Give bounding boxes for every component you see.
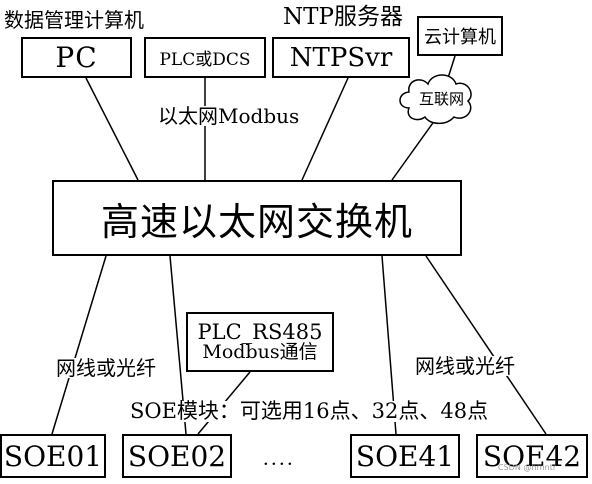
watermark: CSDN @hrnntr [498,463,557,472]
pc-node-label: PC [55,41,98,74]
link-ntp-switch [301,77,349,181]
link-switch-soe01 [51,255,107,435]
soe42-node[interactable]: SOE42 [476,434,588,478]
cloud-computer-node-label: 云计算机 [424,27,496,48]
rs485-line1: PLC_RS485 [197,320,323,344]
link-switch-soe42 [425,255,547,435]
ethernet-switch-node[interactable]: 高速以太网交换机 [52,180,462,256]
data-server-label: 数据管理计算机 [4,8,144,32]
ntp-server-label: NTP服务器 [283,4,403,30]
plc-dcs-node[interactable]: PLC或DCS [144,37,266,78]
plc-dcs-node-label: PLC或DCS [159,50,251,70]
soe02-node[interactable]: SOE02 [122,434,232,478]
plc-rs485-node[interactable]: PLC_RS485 Modbus通信 [186,312,334,372]
internet-cloud-icon [399,74,472,125]
internet-label: 互联网 [419,90,465,108]
soe-modules-label: SOE模块：可选用16点、32点、48点 [130,399,489,423]
ellipsis: ．．．． [262,450,303,469]
soe02-label: SOE02 [127,439,227,473]
soe42-label: SOE42 [482,439,582,473]
network-cable-right-label: 网线或光纤 [415,354,515,378]
ethernet-modbus-label: 以太网Modbus [158,104,300,128]
link-cloud-internet [447,55,456,79]
soe01-label: SOE01 [3,439,103,473]
pc-node[interactable]: PC [21,37,132,78]
soe41-node[interactable]: SOE41 [350,434,460,478]
cloud-computer-node[interactable]: 云计算机 [417,16,503,56]
ntp-server-node[interactable]: NTPSvr [272,37,410,78]
ethernet-switch-label: 高速以太网交换机 [100,199,413,244]
rs485-line2: Modbus通信 [202,341,318,364]
network-cable-left-label: 网线或光纤 [56,356,156,380]
soe41-label: SOE41 [355,439,455,473]
link-pc-switch [85,77,139,181]
link-internet-switch [391,119,436,181]
soe01-node[interactable]: SOE01 [0,434,106,478]
ntp-server-node-label: NTPSvr [289,42,393,73]
